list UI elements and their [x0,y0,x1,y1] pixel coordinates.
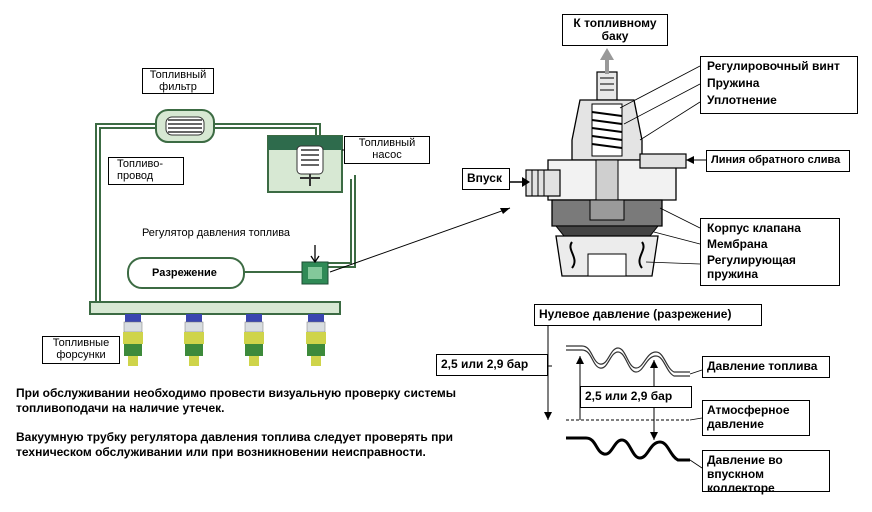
fuel-pump-label: Топливный насос [344,136,430,164]
fuel-pressure-curve [566,349,690,377]
fuel-pump-shape [267,135,343,193]
pressure-value-right: 2,5 или 2,9 бар [580,386,692,408]
note-vacuum-hose: Вакуумную трубку регулятора давления топ… [16,430,454,459]
valve-bottom-labels: Корпус клапана Мембрана Регулирующая пру… [700,218,840,286]
reg-spring-label: Регулирующая пружина [707,253,796,281]
pressure-regulator-shape [301,245,329,285]
note-visual-check: При обслуживании необходимо провести виз… [16,386,457,415]
adjust-screw-label: Регулировочный винт [707,59,840,73]
fuel-system-schematic [89,109,511,366]
return-line-label: Линия обратного слива [706,150,850,172]
injectors-label: Топливные форсунки [42,336,120,364]
regulator-label: Регулятор давления топлива [136,222,296,246]
atmospheric-label: Атмосферное давление [702,400,810,436]
valve-top-labels: Регулировочный винт Пружина Уплотнение [700,56,858,114]
injector-3 [244,314,264,366]
spring-label: Пружина [707,76,760,90]
fuel-pressure-label: Давление топлива [702,356,830,378]
fuel-filter-shape [155,109,215,143]
vacuum-label: Разрежение [152,267,217,279]
manifold-pressure-curve [566,436,690,462]
regulator-cross-section [508,48,706,277]
injector-4 [306,314,326,366]
injector-1 [123,314,143,366]
manifold-label: Давление во впускном коллекторе [702,450,830,495]
to-tank-label: К топливному баку [562,14,668,46]
pressure-value-left: 2,5 или 2,9 бар [436,354,548,376]
valve-leaders [619,65,701,265]
zero-pressure-label: Нулевое давление (разрежение) [534,304,762,326]
inlet-label: Впуск [462,168,510,190]
valve-body-label: Корпус клапана [707,221,801,235]
seal-label: Уплотнение [707,93,777,107]
injector-2 [184,314,204,366]
membrane-label: Мембрана [707,237,768,251]
fuel-line-label: Топливо-провод [108,157,184,185]
pressure-graph [544,312,703,469]
fuel-rail-shape [89,301,341,315]
fuel-filter-label: Топливный фильтр [142,68,214,94]
detail-arrow [329,207,511,273]
